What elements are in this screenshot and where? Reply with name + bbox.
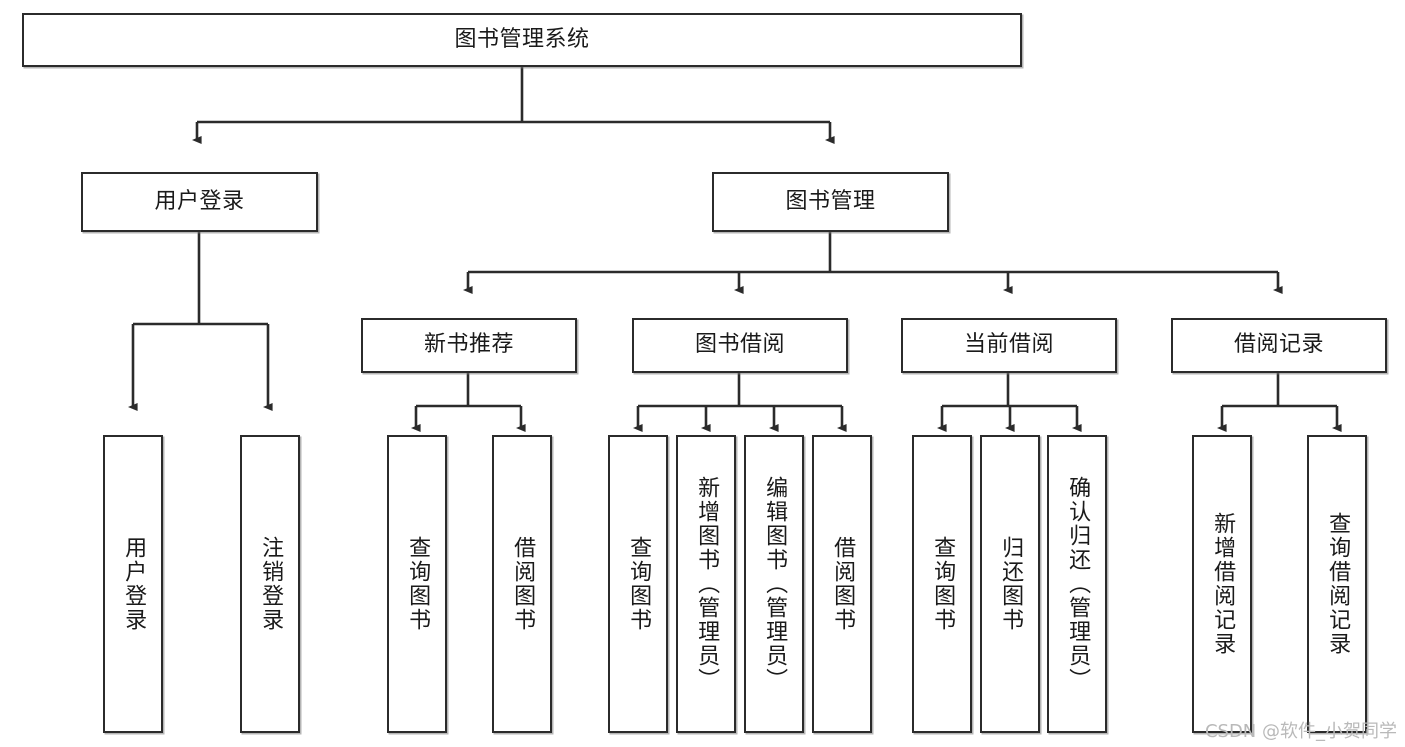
node-root[interactable]: 图书管理系统 — [22, 13, 1022, 67]
node-leaf-user-login-label: 用户登录 — [121, 536, 147, 632]
node-book-manage[interactable]: 图书管理 — [712, 172, 949, 232]
node-current-borrow[interactable]: 当前借阅 — [901, 318, 1117, 373]
node-leaf-user-logout[interactable]: 注销登录 — [240, 435, 300, 733]
node-borrow-record-label: 借阅记录 — [1233, 332, 1324, 358]
node-leaf-add-record-label: 新增借阅记录 — [1210, 512, 1236, 656]
node-leaf-borrow-book-1[interactable]: 借阅图书 — [492, 435, 552, 733]
node-new-book-recommend[interactable]: 新书推荐 — [361, 318, 577, 373]
node-leaf-confirm-return[interactable]: 确认归还（管理员） — [1047, 435, 1107, 733]
node-leaf-borrow-book-2[interactable]: 借阅图书 — [812, 435, 872, 733]
node-user-login-label: 用户登录 — [154, 188, 245, 214]
node-leaf-edit-book-label: 编辑图书（管理员） — [762, 476, 788, 692]
node-leaf-return-book[interactable]: 归还图书 — [980, 435, 1040, 733]
node-user-login[interactable]: 用户登录 — [81, 172, 318, 232]
node-leaf-user-logout-label: 注销登录 — [258, 536, 284, 632]
node-book-borrow-label: 图书借阅 — [694, 332, 785, 358]
node-leaf-query-book-2-label: 查询图书 — [626, 536, 652, 632]
node-leaf-query-book-3[interactable]: 查询图书 — [912, 435, 972, 733]
node-current-borrow-label: 当前借阅 — [963, 332, 1054, 358]
node-leaf-query-book-1[interactable]: 查询图书 — [387, 435, 447, 733]
node-leaf-query-book-1-label: 查询图书 — [405, 536, 431, 632]
node-leaf-add-book-label: 新增图书（管理员） — [694, 476, 720, 692]
node-book-borrow[interactable]: 图书借阅 — [632, 318, 848, 373]
node-leaf-query-book-3-label: 查询图书 — [930, 536, 956, 632]
node-new-book-recommend-label: 新书推荐 — [423, 332, 514, 358]
node-leaf-confirm-return-label: 确认归还（管理员） — [1065, 476, 1091, 692]
node-leaf-query-record[interactable]: 查询借阅记录 — [1307, 435, 1367, 733]
node-leaf-borrow-book-1-label: 借阅图书 — [510, 536, 536, 632]
node-leaf-add-book[interactable]: 新增图书（管理员） — [676, 435, 736, 733]
node-book-manage-label: 图书管理 — [785, 188, 876, 214]
watermark-text: CSDN @软件_小贺同学 — [1204, 721, 1397, 742]
node-leaf-query-book-2[interactable]: 查询图书 — [608, 435, 668, 733]
node-borrow-record[interactable]: 借阅记录 — [1171, 318, 1387, 373]
node-leaf-edit-book[interactable]: 编辑图书（管理员） — [744, 435, 804, 733]
node-root-label: 图书管理系统 — [454, 26, 590, 52]
node-leaf-add-record[interactable]: 新增借阅记录 — [1192, 435, 1252, 733]
node-leaf-query-record-label: 查询借阅记录 — [1325, 512, 1351, 656]
node-leaf-borrow-book-2-label: 借阅图书 — [830, 536, 856, 632]
node-leaf-return-book-label: 归还图书 — [998, 536, 1024, 632]
node-leaf-user-login[interactable]: 用户登录 — [103, 435, 163, 733]
